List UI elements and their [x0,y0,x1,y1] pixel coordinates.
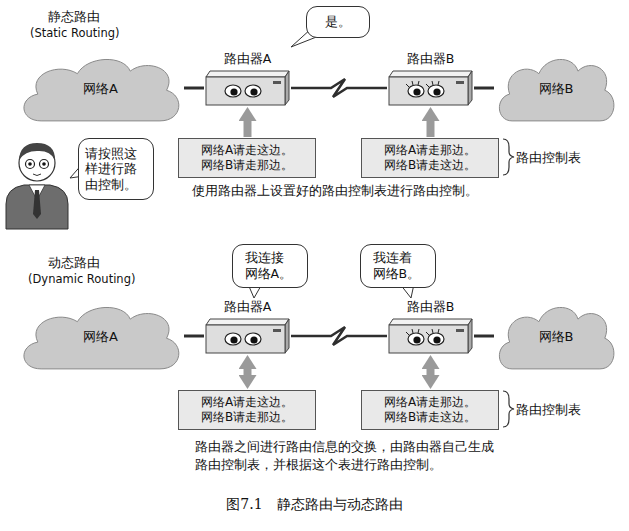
network-link [291,327,387,345]
node-text: 网络B [539,81,574,97]
section-subtitle: (Dynamic Routing) [28,271,135,287]
speech-bubble: 请按照这样进行路由控制。 [78,138,154,200]
routing-table: 网络A请走这边。 网络B请走那边。 [178,138,316,178]
section-title: 静态路由 [48,8,100,26]
section-title: 动态路由 [48,254,100,272]
table-arrow [427,121,435,137]
table-text: 网络A请走这边。 网络B请走那边。 [197,395,297,425]
router-name: 路由器A [195,51,300,67]
bracket-label: 路由控制表 [516,401,581,419]
network-link [184,335,204,338]
router-name: 路由器B [378,51,483,67]
router-body [205,70,290,106]
network-cloud: 网络A [18,300,183,374]
bracket [503,139,514,175]
node-text: 网络B [539,329,574,345]
network-cloud: 网络B [495,52,617,126]
bracket-label: 路由控制表 [516,149,581,167]
node-text: 网络A [83,329,118,345]
table-text: 网络A请走那边。 网络B请走这边。 [380,395,480,425]
node-text: 我连着网络B。 [373,250,424,281]
figure-caption: 图7.1 静态路由与动态路由 [0,496,629,514]
node-text: 请按照这样进行路由控制。 [85,146,147,193]
router-body [388,318,473,354]
routing-table: 网络A请走这边。 网络B请走那边。 [178,390,316,430]
note-text: 路由器之间进行路由信息的交换，由路由器自己生成路由控制表，并根据这个表进行路由控… [195,438,500,474]
table-text: 网络A请走那边。 网络B请走这边。 [380,143,480,173]
router-name: 路由器B [378,299,483,315]
speech-bubble: 我连接网络A。 [232,244,308,288]
routing-table: 网络A请走那边。 网络B请走这边。 [361,390,499,430]
note-text: 使用路由器上设置好的路由控制表进行路由控制。 [192,182,478,200]
bracket [503,391,514,427]
node-text: 网络A [83,81,118,97]
person-figure [6,143,68,229]
router-body [205,318,290,354]
router-name: 路由器A [195,299,300,315]
router-body [388,70,473,106]
network-link [474,335,494,338]
network-cloud: 网络A [18,52,183,126]
table-arrow [244,121,252,137]
routing-table: 网络A请走那边。 网络B请走这边。 [361,138,499,178]
speech-bubble: 我连着网络B。 [360,244,436,288]
table-text: 网络A请走这边。 网络B请走那边。 [197,143,297,173]
network-cloud: 网络B [495,300,617,374]
router-box: 路由器B [388,318,473,354]
network-link [474,87,494,90]
node-text: 是。 [325,14,351,30]
table-arrow [427,369,435,375]
table-arrow [244,369,252,375]
network-link [184,87,204,90]
router-box: 路由器A [205,318,290,354]
router-box: 路由器B [388,70,473,106]
network-link [291,79,387,97]
section-subtitle: (Static Routing) [30,25,120,41]
node-text: 我连接网络A。 [245,250,296,281]
speech-bubble: 是。 [306,6,370,38]
router-box: 路由器A [205,70,290,106]
